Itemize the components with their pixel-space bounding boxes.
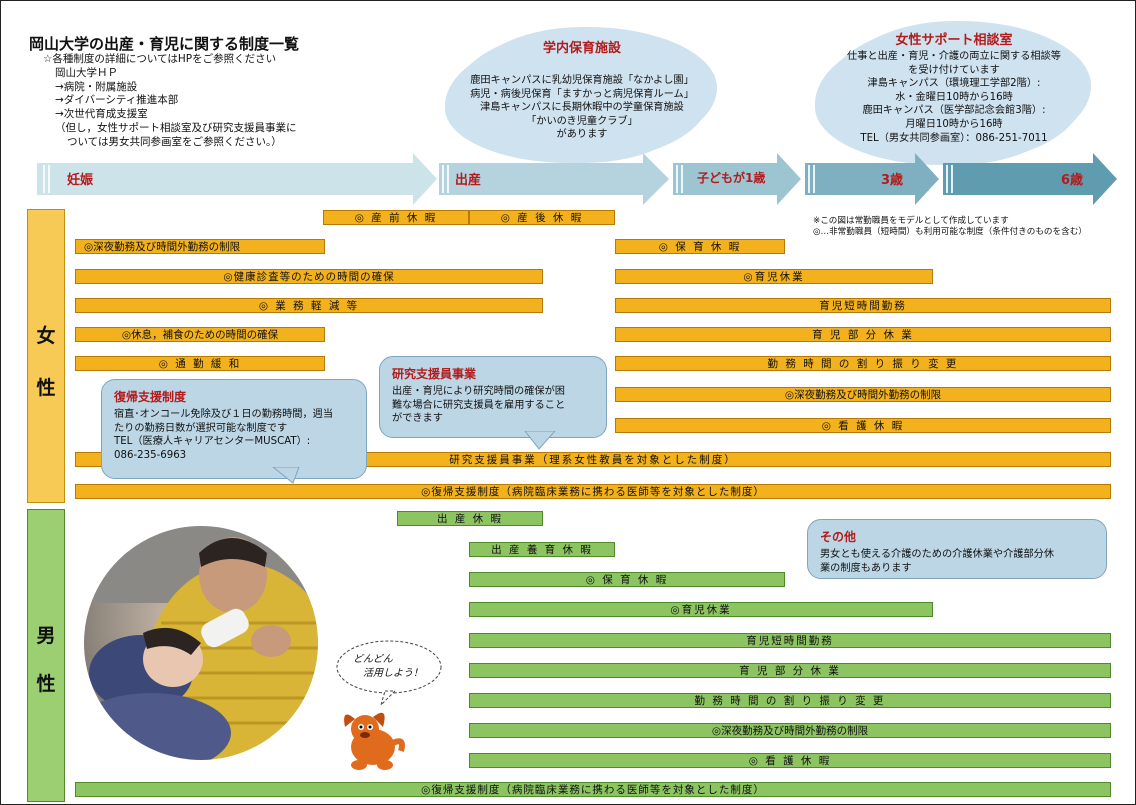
nursery-text: 鹿田キャンパスに乳幼児保育施設「なかよし園」 病児・病後児保育「ますかっと病児保… bbox=[453, 74, 711, 142]
header-notes: ☆各種制度の詳細についてはHPをご参照ください 岡山大学ＨＰ →病院・附属施設 … bbox=[43, 53, 297, 150]
men-label-1: 男 bbox=[36, 625, 56, 647]
bubble-line: どんどん bbox=[353, 654, 393, 665]
stage-birth: 出産 bbox=[455, 173, 482, 188]
women-side-box bbox=[27, 209, 65, 503]
timeline-arrow-birth bbox=[439, 153, 669, 205]
women-bar-commute-relief: ◎ 通 勤 緩 和 bbox=[75, 356, 325, 371]
support-text: 仕事と出産・育児・介護の両立に関する相談等 を受け付けています 津島キャンパス（… bbox=[823, 50, 1085, 145]
support-line: 仕事と出産・育児・介護の両立に関する相談等 bbox=[847, 51, 1061, 62]
women-bar-childcare-leave: ◎ 保 育 休 暇 bbox=[615, 239, 785, 254]
men-bar-nursing-leave: ◎ 看 護 休 暇 bbox=[469, 753, 1111, 768]
stage-age3: 3歳 bbox=[881, 173, 904, 188]
women-label-1: 女 bbox=[36, 325, 56, 347]
support-line: 津島キャンパス（環境理工学部2階）: bbox=[867, 78, 1041, 90]
men-bar-birth-care-leave: 出 産 養 育 休 暇 bbox=[469, 542, 615, 557]
callout-line: たりの勤務日数が選択可能な制度です bbox=[114, 422, 288, 434]
callout-line: 086-235-6963 bbox=[114, 449, 187, 461]
nursery-cloud bbox=[453, 31, 711, 159]
men-bar-partial-leave: 育 児 部 分 休 業 bbox=[469, 663, 1111, 678]
callout-research-support: 研究支援員事業 出産・育児により研究時間の確保が困 難な場合に研究支援員を雇用す… bbox=[379, 356, 607, 438]
women-bar-rest-time: ◎休息，補食のための時間の確保 bbox=[75, 327, 325, 342]
men-bar-birth-leave: 出 産 休 暇 bbox=[397, 511, 543, 526]
callout-line: 男女とも使える介護のための介護休業や介護部分休 bbox=[820, 549, 1055, 560]
men-bar-parental-leave: ◎育児休業 bbox=[469, 602, 933, 617]
callout-line: 宿直･オンコール免除及び１日の勤務時間，週当 bbox=[114, 409, 334, 420]
note-line: ☆各種制度の詳細についてはHPをご参照ください bbox=[43, 53, 277, 65]
legend: ※この図は常勤職員をモデルとして作成しています ◎…非常勤職員（短時間）も利用可… bbox=[813, 216, 1087, 238]
callout-return-support-tail bbox=[272, 467, 300, 484]
callout-research-support-tail bbox=[524, 431, 556, 450]
callout-line: 業の制度もあります bbox=[820, 562, 912, 574]
note-line: →ダイバーシティ推進本部 bbox=[55, 94, 179, 107]
nursery-cloud-content: 学内保育施設 鹿田キャンパスに乳幼児保育施設「なかよし園」 病児・病後児保育「ま… bbox=[453, 37, 711, 142]
support-line: 水・金曜日10時から16時 bbox=[895, 91, 1013, 103]
legend-line: ※この図は常勤職員をモデルとして作成しています bbox=[813, 216, 1009, 226]
women-bar-prenatal-leave: ◎ 産 前 休 暇 bbox=[323, 210, 469, 225]
stage-age1: 子どもが1歳 bbox=[697, 171, 766, 185]
callout-line: 難な場合に研究支援員を雇用すること bbox=[392, 399, 566, 411]
nursery-title: 学内保育施設 bbox=[542, 41, 621, 56]
men-bar-night-work-limit: ◎深夜勤務及び時間外勤務の制限 bbox=[469, 723, 1111, 738]
nursery-line: 津島キャンパスに長期休暇中の学童保育施設 bbox=[480, 102, 684, 114]
men-bar-childcare-leave: ◎ 保 育 休 暇 bbox=[469, 572, 785, 587]
men-bar-return-support: ◎復帰支援制度（病院臨床業務に携わる医師等を対象とした制度） bbox=[75, 782, 1111, 797]
nursery-line: があります bbox=[556, 129, 608, 141]
men-side-box bbox=[27, 509, 65, 802]
timeline-arrows bbox=[37, 153, 1117, 205]
women-bar-night-work-limit: ◎深夜勤務及び時間外勤務の制限 bbox=[75, 239, 325, 254]
nursery-line: 「かいのき児童クラブ」 bbox=[526, 115, 638, 127]
women-bar-nursing-leave: ◎ 看 護 休 暇 bbox=[615, 418, 1111, 433]
bubble-line: 活用しよう！ bbox=[363, 668, 423, 679]
nursery-line: 病児・病後児保育「ますかっと病児保育ルーム」 bbox=[470, 88, 694, 100]
men-bar-schedule-change: 勤 務 時 間 の 割 り 振 り 変 更 bbox=[469, 693, 1111, 708]
callout-line: ができます bbox=[392, 413, 443, 425]
father-baby-photo bbox=[82, 524, 320, 762]
stage-pregnancy: 妊娠 bbox=[67, 173, 94, 188]
mascot-dog-icon bbox=[344, 712, 405, 770]
timeline-arrow-age1 bbox=[673, 153, 801, 205]
note-line: （但し，女性サポート相談室及び研究支援員事業に bbox=[55, 121, 297, 134]
women-bar-partial-leave: 育 児 部 分 休 業 bbox=[615, 327, 1111, 342]
men-label-2: 性 bbox=[36, 673, 56, 695]
support-cloud-content: 女性サポート相談室 仕事と出産・育児・介護の両立に関する相談等 を受け付けていま… bbox=[823, 29, 1085, 145]
support-cloud bbox=[823, 25, 1085, 161]
callout-return-support: 復帰支援制度 宿直･オンコール免除及び１日の勤務時間，週当 たりの勤務日数が選択… bbox=[101, 379, 367, 479]
women-bar-short-hours: 育児短時間勤務 bbox=[615, 298, 1111, 313]
women-label-2: 性 bbox=[36, 377, 56, 399]
nursery-line: 鹿田キャンパスに乳幼児保育施設「なかよし園」 bbox=[470, 75, 694, 86]
note-line: →病院・附属施設 bbox=[55, 80, 138, 93]
support-line: TEL（男女共同参画室）：086-251-7011 bbox=[860, 132, 1048, 144]
support-line: を受け付けています bbox=[908, 64, 1000, 76]
mascot-bubble-text: どんどん 活用しよう！ bbox=[353, 653, 423, 681]
callout-other: その他 男女とも使える介護のための介護休業や介護部分休 業の制度もあります bbox=[807, 519, 1107, 579]
note-line: 岡山大学ＨＰ bbox=[55, 66, 118, 79]
women-bar-night-work-limit-child: ◎深夜勤務及び時間外勤務の制限 bbox=[615, 387, 1111, 402]
support-line: 鹿田キャンパス（医学部記念会館3階）: bbox=[862, 105, 1046, 117]
women-bar-health-checkup: ◎健康診査等のための時間の確保 bbox=[75, 269, 543, 284]
timeline-arrow-age6 bbox=[943, 153, 1117, 205]
women-bar-parental-leave: ◎育児休業 bbox=[615, 269, 933, 284]
callout-other-title: その他 bbox=[820, 530, 857, 544]
women-bar-schedule-change: 勤 務 時 間 の 割 り 振 り 変 更 bbox=[615, 356, 1111, 371]
timeline-arrow-age3 bbox=[805, 153, 939, 205]
page-title: 岡山大学の出産・育児に関する制度一覧 bbox=[29, 35, 300, 53]
women-bar-return-support: ◎復帰支援制度（病院臨床業務に携わる医師等を対象とした制度） bbox=[75, 484, 1111, 499]
callout-return-support-title: 復帰支援制度 bbox=[114, 390, 187, 404]
support-line: 月曜日10時から16時 bbox=[905, 118, 1003, 130]
stage-age6: 6歳 bbox=[1061, 173, 1084, 188]
men-bar-short-hours: 育児短時間勤務 bbox=[469, 633, 1111, 648]
women-bar-postnatal-leave: ◎ 産 後 休 暇 bbox=[469, 210, 615, 225]
legend-line: ◎…非常勤職員（短時間）も利用可能な制度（条件付きのものを含む） bbox=[813, 227, 1087, 237]
timeline-arrow-pregnancy bbox=[37, 153, 437, 205]
women-bar-workload-reduction: ◎ 業 務 軽 減 等 bbox=[75, 298, 543, 313]
support-title: 女性サポート相談室 bbox=[895, 33, 1013, 48]
callout-line: TEL（医療人キャリアセンターMUSCAT）: bbox=[114, 436, 311, 448]
note-line: →次世代育成支援室 bbox=[55, 108, 148, 121]
mascot-speech-bubble bbox=[336, 640, 442, 707]
note-line: ついては男女共同参画室をご参照ください。） bbox=[67, 135, 282, 148]
callout-research-support-title: 研究支援員事業 bbox=[392, 367, 477, 381]
callout-line: 出産・育児により研究時間の確保が困 bbox=[392, 386, 565, 397]
